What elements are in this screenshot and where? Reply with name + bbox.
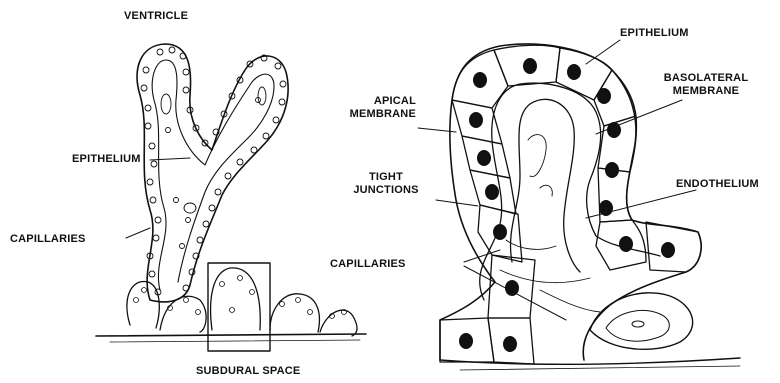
epithelium-label-right: EPITHELIUM bbox=[620, 27, 689, 40]
apical-membrane-line-1: APICAL bbox=[312, 95, 416, 108]
capillaries-label-right: CAPILLARIES bbox=[330, 258, 406, 271]
left-base-line bbox=[96, 334, 366, 336]
ventricle-label: VENTRICLE bbox=[124, 10, 188, 23]
basolateral-membrane-line-1: BASOLATERAL bbox=[646, 72, 766, 85]
right-base-floor bbox=[440, 358, 740, 364]
left-leader-lines bbox=[126, 158, 190, 238]
apical-membrane-line-2: MEMBRANE bbox=[312, 108, 416, 121]
tight-junctions-line-2: JUNCTIONS bbox=[334, 184, 438, 197]
epithelium-label-left: EPITHELIUM bbox=[72, 153, 141, 166]
capillaries-label-left: CAPILLARIES bbox=[10, 233, 86, 246]
endothelium-label: ENDOTHELIUM bbox=[676, 178, 759, 191]
cell-nuclei bbox=[459, 58, 675, 352]
basolateral-membrane-label: BASOLATERAL MEMBRANE bbox=[646, 72, 766, 98]
tight-junctions-line-1: TIGHT bbox=[334, 171, 438, 184]
tight-junctions-label: TIGHT JUNCTIONS bbox=[334, 171, 438, 197]
choroid-plexus-overview bbox=[96, 44, 366, 351]
villus-inner-outline bbox=[152, 60, 274, 290]
apical-membrane-label: APICAL MEMBRANE bbox=[312, 95, 416, 121]
magnified-region-box bbox=[208, 263, 270, 351]
subdural-space-label: SUBDURAL SPACE bbox=[196, 365, 300, 378]
basolateral-membrane-line-2: MEMBRANE bbox=[646, 85, 766, 98]
